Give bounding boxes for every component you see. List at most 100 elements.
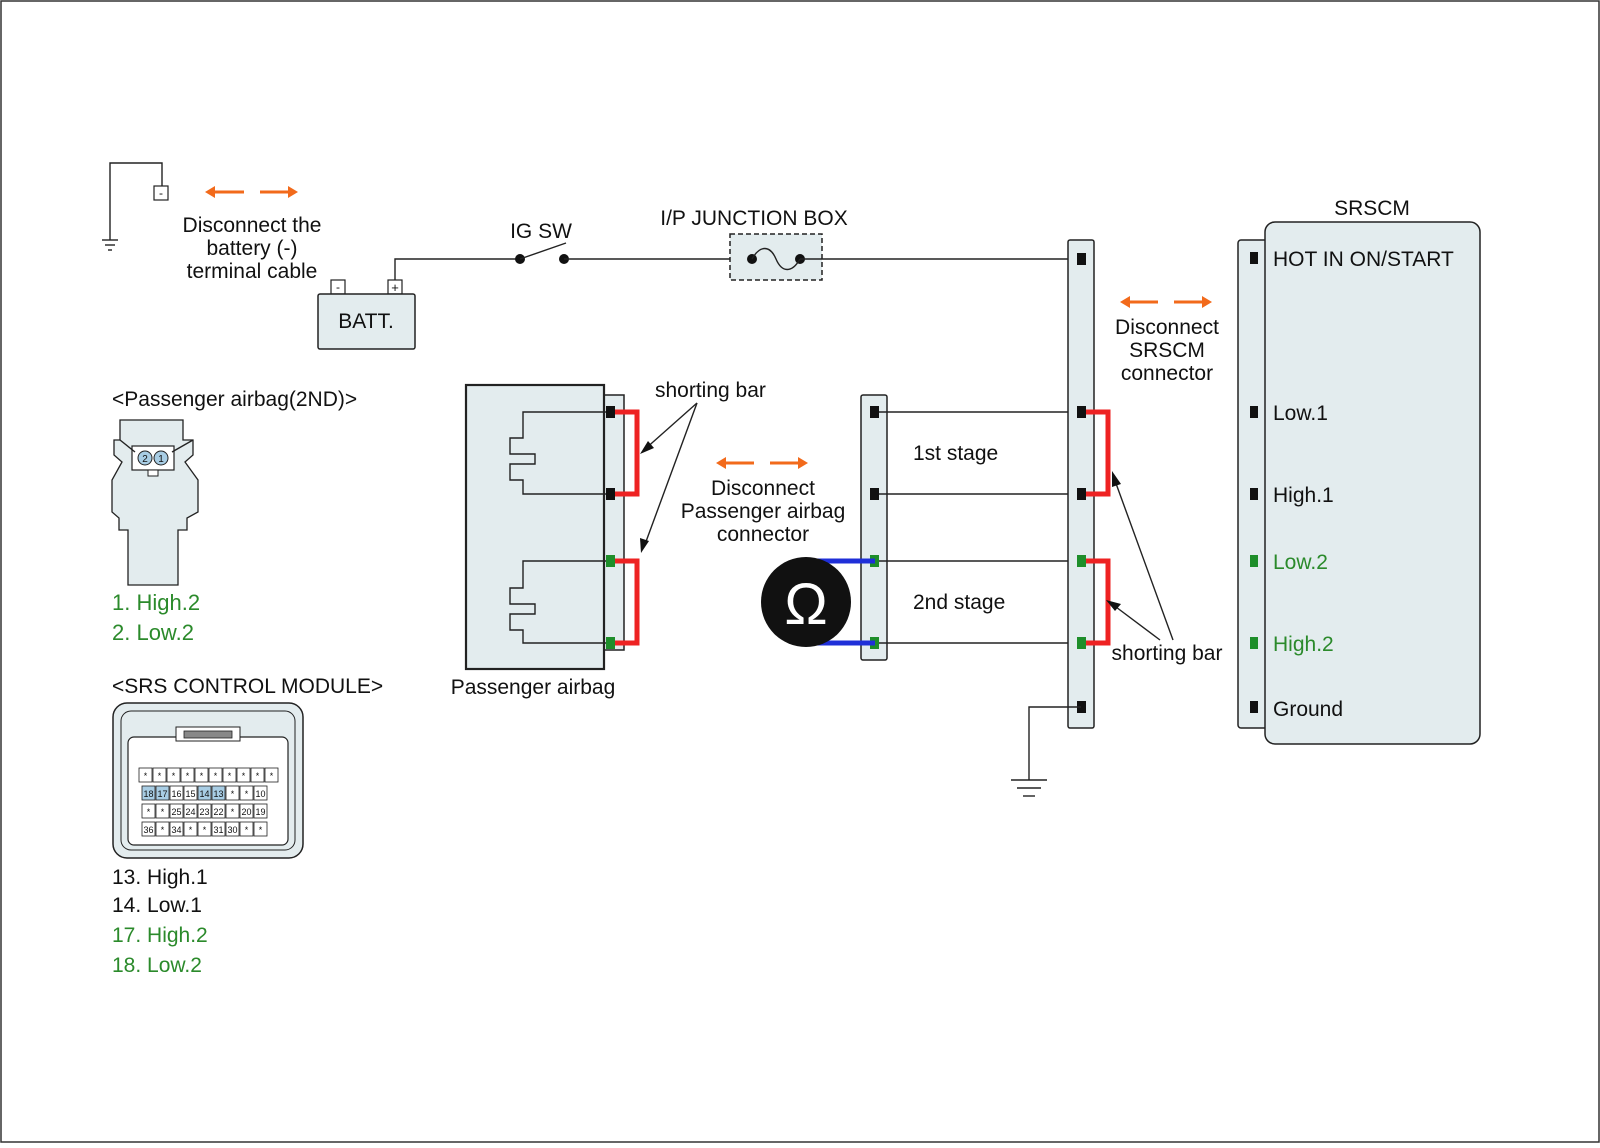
srs-pin-cell bbox=[239, 803, 254, 819]
srs-pin-cell bbox=[197, 821, 212, 837]
battery-label: BATT. bbox=[338, 310, 394, 333]
battery: - + BATT. bbox=[317, 279, 416, 350]
srs-pin-cell bbox=[183, 803, 198, 819]
srscm-connector-strip bbox=[1237, 239, 1269, 729]
srscm-module bbox=[1264, 221, 1481, 745]
srs-pin-cell bbox=[236, 767, 251, 783]
srscm-pin-ground: Ground bbox=[1273, 698, 1343, 721]
chassis-ground-icon bbox=[1011, 706, 1081, 797]
srs-pin-number: 10 bbox=[255, 789, 265, 799]
srs-pin-18: 18. Low.2 bbox=[112, 954, 202, 977]
disconnect-airbag-arrow-icon bbox=[716, 457, 808, 469]
srs-pin-number: * bbox=[242, 771, 246, 781]
passenger-pin-1: 1. High.2 bbox=[112, 590, 200, 615]
battery-note-line1: Disconnect the bbox=[183, 214, 322, 237]
passenger-airbag-label: Passenger airbag bbox=[451, 676, 616, 699]
srs-pin-number: 14 bbox=[199, 789, 209, 799]
srs-pin-cell bbox=[211, 803, 226, 819]
srs-pin-cell bbox=[253, 785, 268, 801]
srs-pin-cell bbox=[169, 785, 184, 801]
srs-pin-cell bbox=[152, 767, 167, 783]
srs-pin-cell bbox=[239, 785, 254, 801]
harness-connector bbox=[860, 394, 888, 661]
srs-pin-cell bbox=[138, 767, 153, 783]
srscm-harness-connector bbox=[1067, 239, 1095, 729]
srs-pin-cell bbox=[141, 785, 156, 801]
passenger-pin-2: 2. Low.2 bbox=[112, 620, 194, 645]
passenger-connector-diagram: <Passenger airbag(2ND)> 2 1 bbox=[111, 388, 357, 586]
srs-pin-number: 24 bbox=[185, 807, 195, 817]
srs-pin-number: 36 bbox=[143, 825, 153, 835]
srs-pin-number: 16 bbox=[171, 789, 181, 799]
srs-pin-number: * bbox=[203, 825, 207, 835]
ig-switch: IG SW bbox=[510, 220, 572, 264]
pointer-arrows-left bbox=[640, 402, 698, 553]
srs-pin-cell bbox=[183, 821, 198, 837]
srscm-note-line2: SRSCM bbox=[1129, 339, 1205, 362]
srs-pin-cell bbox=[208, 767, 223, 783]
srscm-pin-low1: Low.1 bbox=[1273, 402, 1328, 425]
srs-pin-number: * bbox=[259, 825, 263, 835]
srs-pin-17: 17. High.2 bbox=[112, 924, 208, 947]
srs-pin-number: 18 bbox=[143, 789, 153, 799]
passenger-connector-title: <Passenger airbag(2ND)> bbox=[112, 388, 357, 411]
disconnect-arrow-icon bbox=[205, 186, 298, 198]
srs-pin-number: * bbox=[161, 825, 165, 835]
srs-pin-cell bbox=[225, 785, 240, 801]
srs-pin-number: 34 bbox=[171, 825, 181, 835]
srs-pin-number: * bbox=[189, 825, 193, 835]
passenger-airbag-unit bbox=[464, 383, 625, 671]
srs-pin-cell bbox=[155, 785, 170, 801]
srscm-pin-high1: High.1 bbox=[1273, 484, 1334, 507]
srs-pin-number: * bbox=[245, 825, 249, 835]
srs-pin-number: * bbox=[231, 789, 235, 799]
srs-pin-cell bbox=[225, 821, 240, 837]
srs-pin-cell bbox=[155, 803, 170, 819]
srs-pin-cell bbox=[197, 785, 212, 801]
battery-note-line3: terminal cable bbox=[187, 260, 318, 283]
srs-module-title: <SRS CONTROL MODULE> bbox=[112, 675, 383, 698]
battery-note-line2: battery (-) bbox=[206, 237, 297, 260]
battery-ground: - bbox=[102, 162, 169, 251]
srs-pin-cell bbox=[183, 785, 198, 801]
srscm-note-line1: Disconnect bbox=[1115, 316, 1219, 339]
srs-pin-14: 14. Low.1 bbox=[112, 894, 202, 917]
ig-sw-label: IG SW bbox=[510, 220, 572, 243]
srs-pin-number: 23 bbox=[199, 807, 209, 817]
srs-pin-number: * bbox=[186, 771, 190, 781]
srs-pin-13: 13. High.1 bbox=[112, 866, 208, 889]
srs-pin-number: * bbox=[214, 771, 218, 781]
srs-pin-cell bbox=[141, 803, 156, 819]
srs-pin-number: * bbox=[270, 771, 274, 781]
shorting-bar-srscm-1 bbox=[1086, 409, 1111, 497]
srs-pin-number: * bbox=[147, 807, 151, 817]
srs-pin-number: 31 bbox=[213, 825, 223, 835]
pin-number-1: 1 bbox=[158, 454, 164, 465]
shorting-bar-airbag-1 bbox=[615, 409, 640, 497]
srs-pin-cell bbox=[225, 803, 240, 819]
srs-pin-number: 13 bbox=[213, 789, 223, 799]
srs-pin-cell bbox=[253, 803, 268, 819]
junction-box: I/P JUNCTION BOX bbox=[660, 207, 848, 281]
srs-pin-number: * bbox=[144, 771, 148, 781]
srscm-pin-high2: High.2 bbox=[1273, 633, 1334, 656]
srs-pin-cell bbox=[211, 785, 226, 801]
srs-pin-cell bbox=[141, 821, 156, 837]
shorting-bar-left-label: shorting bar bbox=[655, 379, 766, 402]
disconnect-srscm-arrow-icon bbox=[1120, 296, 1212, 308]
srs-pin-cell bbox=[155, 821, 170, 837]
srs-pin-number: 19 bbox=[255, 807, 265, 817]
srscm-title: SRSCM bbox=[1334, 197, 1410, 220]
shorting-bar-airbag-2 bbox=[615, 558, 640, 646]
srs-pin-number: 30 bbox=[227, 825, 237, 835]
srscm-note-line3: connector bbox=[1121, 362, 1213, 385]
srs-pin-cell bbox=[194, 767, 209, 783]
srscm-pin-low2: Low.2 bbox=[1273, 551, 1328, 574]
srscm-pin-hot: HOT IN ON/START bbox=[1273, 248, 1454, 271]
srs-pin-cell bbox=[166, 767, 181, 783]
srs-pin-number: 17 bbox=[157, 789, 167, 799]
srs-pin-number: * bbox=[231, 807, 235, 817]
svg-text:-: - bbox=[336, 280, 340, 294]
